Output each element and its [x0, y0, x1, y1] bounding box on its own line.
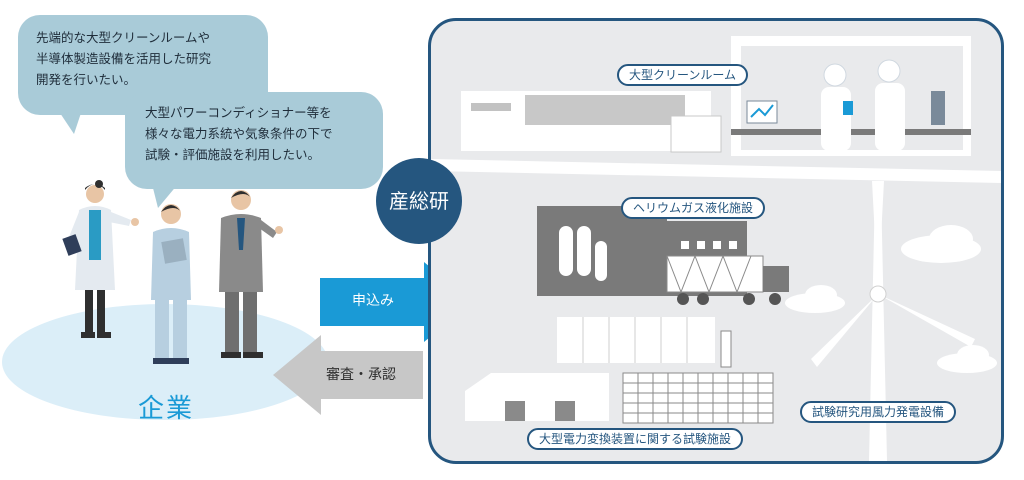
cloud-icon: [901, 225, 981, 263]
facility-label-clean-room: 大型クリーンルーム: [617, 64, 749, 86]
worker-man-icon: [151, 204, 191, 364]
bubble-tail-icon: [152, 184, 178, 208]
apply-arrow-label: 申込み: [352, 293, 394, 309]
businessman-icon: [219, 190, 283, 358]
helium-facility-illustration: [537, 206, 789, 305]
cloud-icon: [937, 345, 997, 373]
facility-label-power-converter: 大型電力変換装置に関する試験施設: [527, 428, 744, 450]
power-converter-facility-illustration: [465, 317, 774, 424]
bubble-line: 半導体製造設備を活用した研究: [36, 51, 212, 66]
business-people-illustration: [62, 180, 283, 364]
clean-room-illustration: [431, 36, 1001, 183]
bubble-line: 先端的な大型クリーンルームや: [36, 30, 211, 45]
bubble-tail-icon: [58, 110, 82, 134]
aist-facilities-panel: [428, 18, 1004, 464]
speech-bubble-testing: 大型パワーコンディショナー等を 様々な電力系統や気象条件の下で 試験・評価施設を…: [125, 92, 383, 189]
aist-badge: 産総研: [376, 158, 462, 244]
facilities-illustration: [431, 36, 1001, 461]
wind-turbine-illustration: [811, 181, 975, 461]
researcher-woman-icon: [62, 180, 139, 338]
company-label: 企業: [138, 394, 195, 424]
bubble-line: 試験・評価施設を利用したい。: [145, 147, 321, 162]
review-arrow-label: 審査・承認: [326, 367, 396, 383]
bubble-line: 様々な電力系統や気象条件の下で: [145, 126, 333, 141]
cloud-icon: [785, 285, 845, 313]
bubble-line: 開発を行いたい。: [36, 72, 137, 87]
review-arrow-icon: [273, 335, 423, 415]
bubble-line: 大型パワーコンディショナー等を: [145, 105, 332, 120]
facility-label-helium: ヘリウムガス液化施設: [621, 197, 766, 219]
facility-label-wind: 試験研究用風力発電設備: [800, 401, 957, 423]
